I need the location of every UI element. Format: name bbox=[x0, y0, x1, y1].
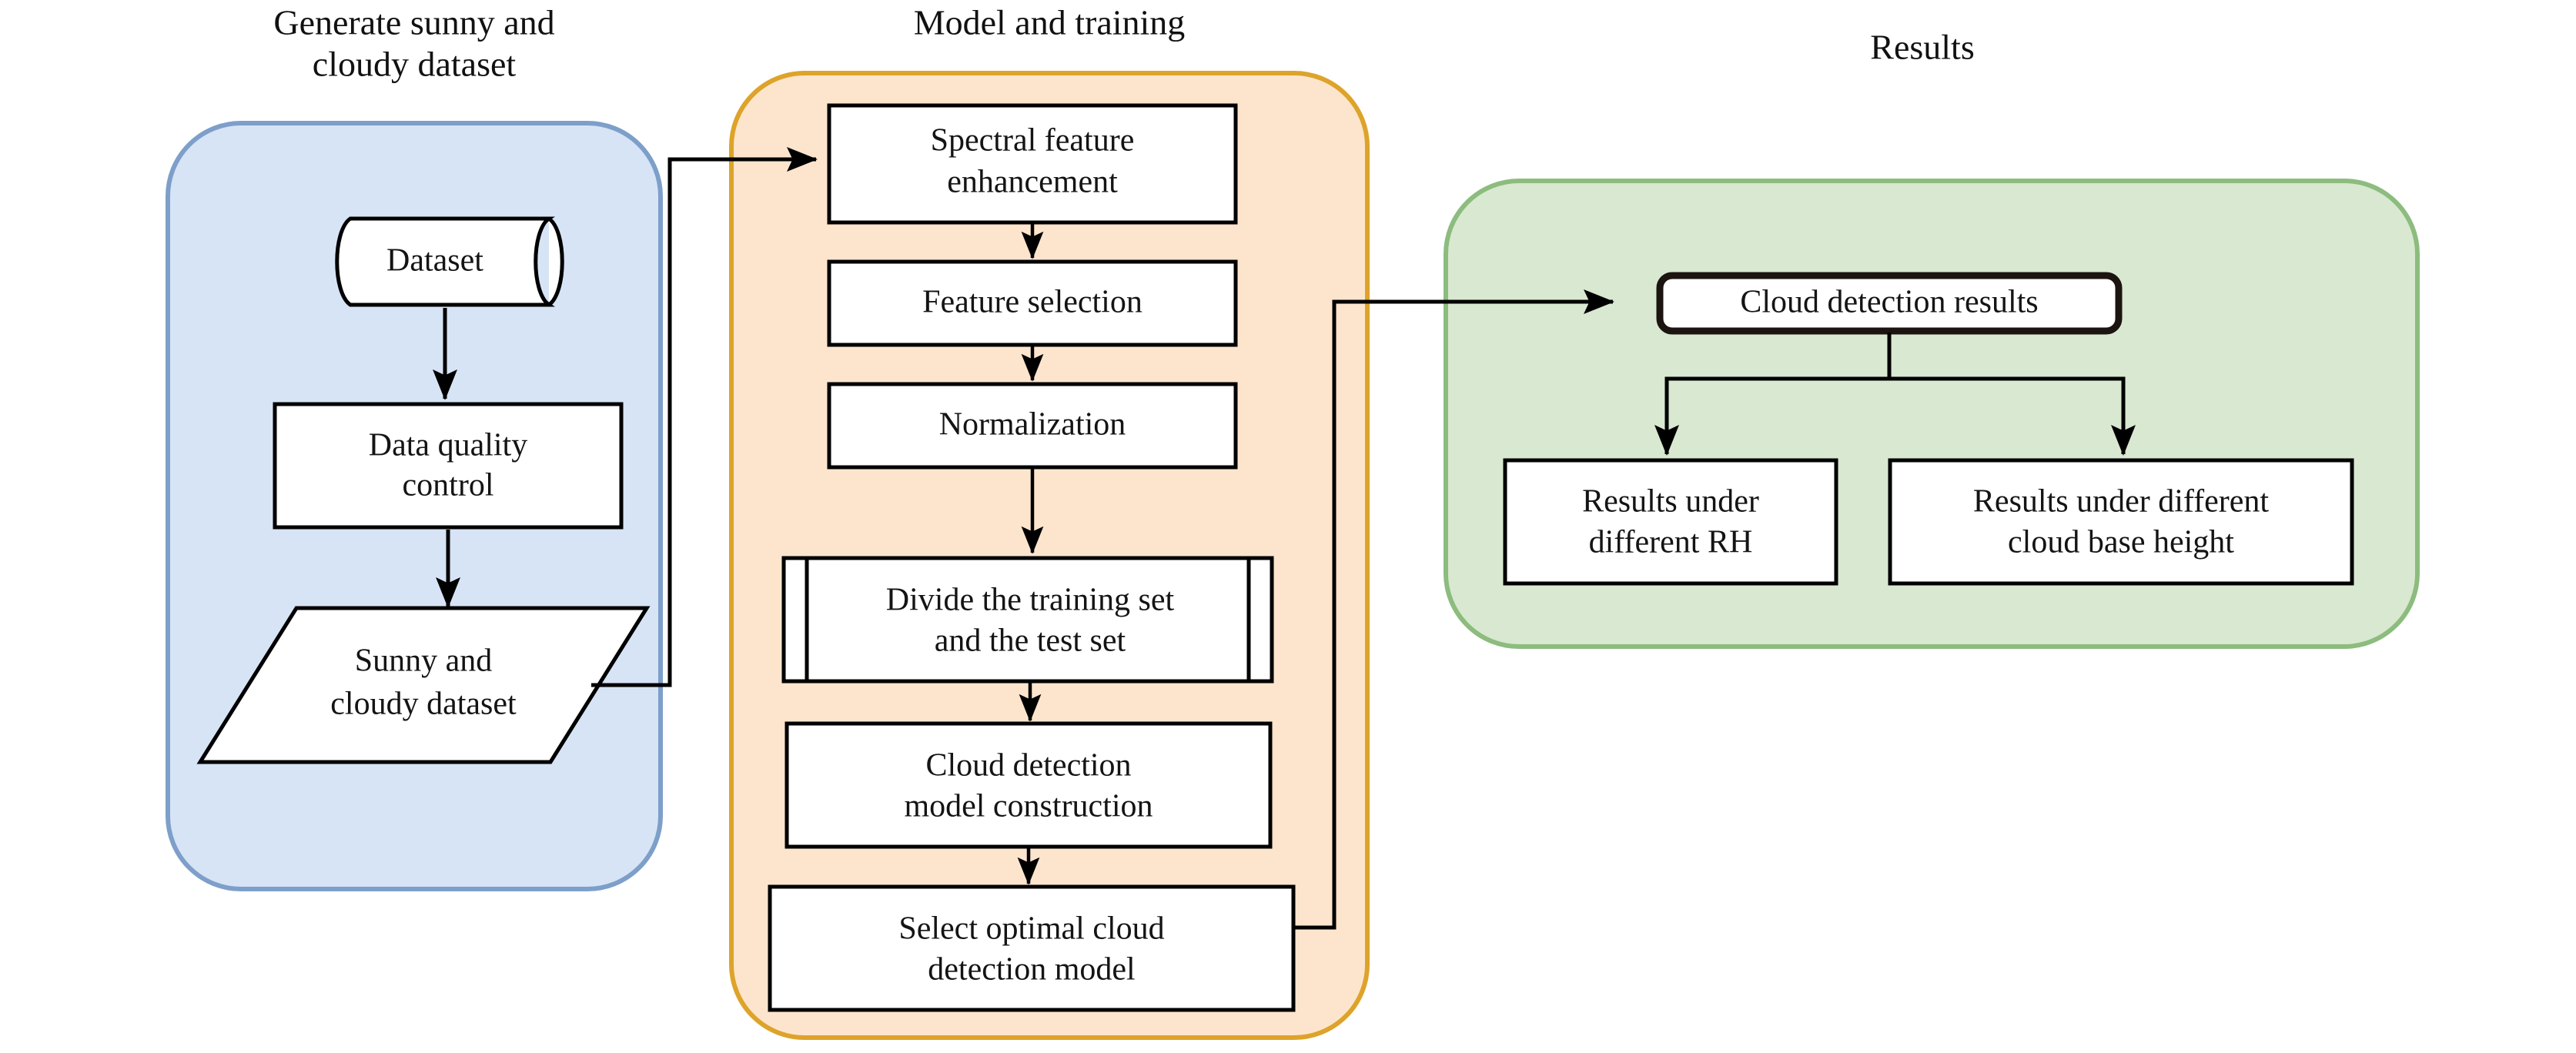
node-results-cbh-shape bbox=[1888, 458, 2354, 586]
node-data-quality-control-label-line1: Data quality bbox=[369, 428, 527, 463]
node-select-optimal-model-label-line2: detection model bbox=[928, 952, 1135, 988]
node-divide-sets-label-line1: Divide the training set bbox=[886, 583, 1175, 618]
edge-cloud-detection-results-to-results-rh bbox=[1654, 333, 1892, 456]
node-divide-sets[interactable]: Divide the training set and the test set bbox=[781, 556, 1274, 684]
node-divide-sets-label-line2: and the test set bbox=[935, 623, 1126, 659]
node-feature-selection-shape bbox=[827, 259, 1238, 347]
node-data-quality-control[interactable]: Data quality control bbox=[273, 402, 624, 530]
node-results-rh-label-line2: different RH bbox=[1589, 525, 1753, 560]
edge-sunny-cloudy-dataset-to-spectral-feature-enhancement bbox=[591, 146, 818, 687]
node-divide-sets-shape bbox=[781, 556, 1274, 684]
node-model-construction-label-line2: model construction bbox=[904, 789, 1153, 824]
node-dataset-cylinder-cap bbox=[547, 216, 564, 307]
node-model-construction[interactable]: Cloud detection model construction bbox=[785, 721, 1273, 849]
node-sunny-cloudy-dataset[interactable]: Sunny and cloudy dataset bbox=[196, 606, 651, 764]
node-results-rh-label-line1: Results under bbox=[1582, 484, 1759, 520]
panel-generate-dataset-title-line2: cloudy dataset bbox=[313, 45, 517, 84]
node-model-construction-label-line1: Cloud detection bbox=[925, 748, 1131, 784]
node-normalization[interactable]: Normalization bbox=[827, 382, 1238, 470]
edge-cloud-detection-results-to-results-cbh bbox=[1889, 376, 2136, 456]
node-cloud-detection-results-shape bbox=[1656, 272, 2123, 335]
node-model-construction-shape bbox=[785, 721, 1273, 849]
node-select-optimal-model-shape bbox=[768, 884, 1296, 1012]
edge-select-optimal-model-to-cloud-detection-results bbox=[1293, 289, 1615, 930]
node-spectral-feature-enhancement[interactable]: Spectral feature enhancement bbox=[827, 103, 1238, 225]
node-results-cbh-label-line1: Results under different bbox=[1973, 484, 2269, 520]
node-data-quality-control-label-line2: control bbox=[403, 468, 494, 503]
node-results-rh-shape bbox=[1503, 458, 1838, 586]
node-sunny-cloudy-dataset-shape bbox=[196, 606, 651, 764]
node-normalization-shape bbox=[827, 382, 1238, 470]
node-cloud-detection-results[interactable]: Cloud detection results bbox=[1656, 272, 2123, 335]
node-spectral-feature-enhancement-label-line2: enhancement bbox=[947, 165, 1118, 200]
node-cloud-detection-results-label: Cloud detection results bbox=[1740, 285, 2038, 320]
node-dataset-label: Dataset bbox=[386, 243, 483, 279]
node-select-optimal-model-label-line1: Select optimal cloud bbox=[898, 911, 1164, 947]
node-results-cbh-label-line2: cloud base height bbox=[2008, 525, 2234, 560]
node-spectral-feature-enhancement-label-line1: Spectral feature bbox=[931, 123, 1135, 159]
node-select-optimal-model[interactable]: Select optimal cloud detection model bbox=[768, 884, 1296, 1012]
node-normalization-label: Normalization bbox=[939, 407, 1126, 443]
node-feature-selection-label: Feature selection bbox=[922, 285, 1142, 320]
node-sunny-cloudy-dataset-label-line2: cloudy dataset bbox=[330, 687, 517, 722]
node-spectral-feature-enhancement-shape bbox=[827, 103, 1238, 225]
panel-results-title-line1: Results bbox=[1870, 28, 1974, 67]
node-results-rh[interactable]: Results under different RH bbox=[1503, 458, 1838, 586]
node-results-cbh[interactable]: Results under different cloud base heigh… bbox=[1888, 458, 2354, 586]
node-feature-selection[interactable]: Feature selection bbox=[827, 259, 1238, 347]
node-sunny-cloudy-dataset-label-line1: Sunny and bbox=[355, 644, 493, 679]
node-data-quality-control-shape bbox=[273, 402, 624, 530]
panel-model-training-title-line1: Model and training bbox=[914, 3, 1186, 42]
node-dataset[interactable]: Dataset bbox=[335, 216, 564, 307]
panel-generate-dataset-title-line1: Generate sunny and bbox=[273, 3, 554, 42]
